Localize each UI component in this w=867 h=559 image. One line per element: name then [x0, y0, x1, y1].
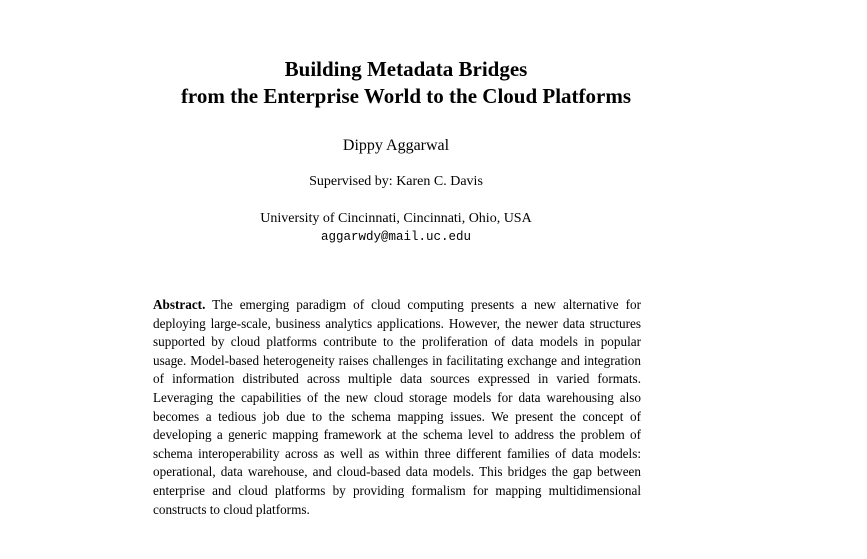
abstract-text: The emerging paradigm of cloud computing…: [153, 297, 642, 517]
affiliation-block: University of Cincinnati, Cincinnati, Oh…: [0, 210, 792, 246]
supervisor-line: Supervised by: Karen C. Davis: [309, 174, 483, 189]
title-line-1: Building Metadata Bridges: [284, 57, 528, 81]
author-name: Dippy Aggarwal: [342, 137, 450, 154]
paper-title: Building Metadata Bridges from the Enter…: [0, 56, 812, 110]
author-email: aggarwdy@mail.uc.edu: [320, 230, 472, 244]
title-line-2: from the Enterprise World to the Cloud P…: [180, 84, 632, 108]
abstract-paragraph: Abstract. The emerging paradigm of cloud…: [153, 296, 641, 519]
affiliation-text: University of Cincinnati, Cincinnati, Oh…: [260, 211, 532, 226]
abstract-label: Abstract.: [153, 297, 206, 312]
